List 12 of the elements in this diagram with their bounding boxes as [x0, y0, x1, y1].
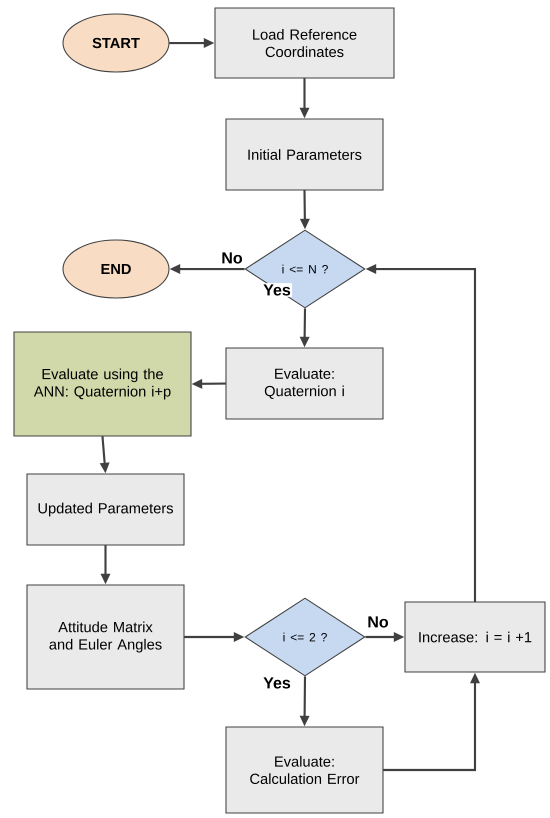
process-box: Evaluate using the ANN: Quaternion i+p — [13, 331, 192, 437]
process-box: Updated Parameters — [26, 473, 185, 546]
edge-label: Yes — [262, 283, 292, 297]
process-box: Evaluate: Quaternion i — [225, 347, 384, 420]
edge-label: Yes — [262, 676, 292, 690]
process-box: Load Reference Coordinates — [214, 7, 395, 79]
process-box: Increase: i = i +1 — [404, 601, 546, 673]
process-box: Initial Parameters — [225, 118, 384, 191]
process-box: Attitude Matrix and Euler Angles — [26, 584, 185, 690]
edge-label: No — [220, 251, 244, 265]
edge-label: No — [366, 615, 390, 629]
process-box: Evaluate: Calculation Error — [225, 726, 384, 814]
